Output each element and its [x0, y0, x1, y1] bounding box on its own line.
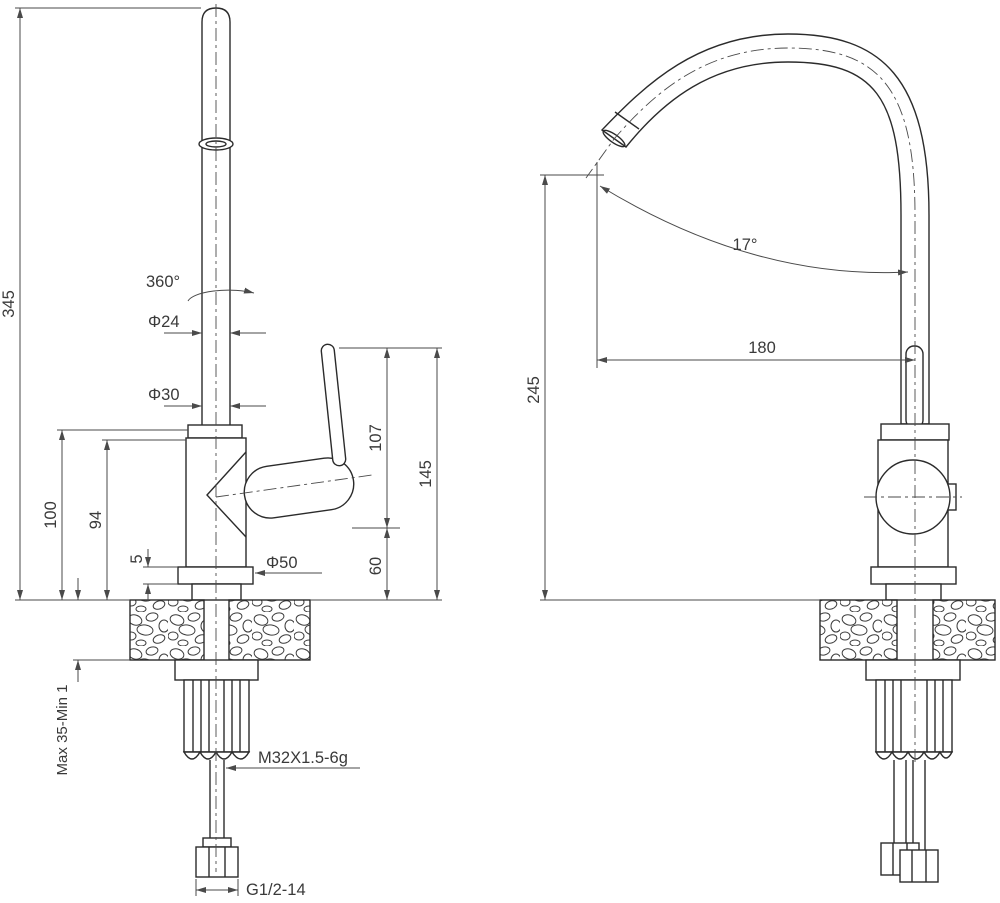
- front-hex-fitting: [195, 846, 239, 878]
- front-handle-lever: [320, 343, 347, 467]
- side-aerator-joint: [614, 111, 640, 130]
- front-view: 360° Φ24 Φ30 345 145: [0, 4, 442, 899]
- front-cartridge-axis: [215, 474, 373, 498]
- dim-overall-height-label: 345: [0, 290, 18, 318]
- dim-mounting-thread: M32X1.5-6g: [226, 749, 360, 771]
- dim-spout-diameter-label: Φ24: [148, 313, 180, 331]
- side-gooseneck-spout: [600, 33, 930, 425]
- dim-body-shoulder-height: 94: [87, 439, 186, 600]
- front-neck-collar: [187, 424, 243, 439]
- side-handle-lever: [905, 345, 924, 429]
- dim-handle-top-height-label: 145: [417, 460, 435, 488]
- dim-body-shoulder-height-label: 94: [87, 511, 105, 529]
- dim-body-top-height-label: 100: [42, 501, 60, 529]
- dim-spout-diameter: Φ24: [148, 313, 266, 336]
- front-sink-deck-right: [228, 599, 311, 661]
- side-mounting-nut: [875, 679, 953, 753]
- front-base-flange: [177, 566, 254, 585]
- dim-body-top-height: 100: [42, 429, 188, 600]
- front-fitting-collar: [202, 837, 232, 848]
- side-sink-deck-left: [819, 599, 898, 661]
- dim-flange-thickness: 5: [128, 549, 178, 601]
- swivel-arc: [187, 287, 255, 302]
- side-spout-opening: [602, 129, 626, 148]
- dim-inlet-thread: G1/2-14: [195, 879, 306, 899]
- dim-handle-length: 107: [352, 348, 400, 529]
- side-view: 17° 180 245: [525, 33, 996, 883]
- side-base-flange: [870, 566, 957, 585]
- front-base-step: [191, 583, 242, 601]
- dim-handle-length-label: 107: [367, 424, 385, 452]
- dim-handle-top-height: 145: [310, 347, 442, 601]
- front-sink-deck-left: [129, 599, 205, 661]
- dim-swivel: 360°: [146, 273, 255, 302]
- dim-base-diameter-label: Φ50: [266, 554, 298, 572]
- dim-mounting-thickness-label: Max 35-Min 1: [54, 685, 71, 776]
- dim-flange-thickness-label: 5: [128, 554, 146, 563]
- front-valve-cone: [206, 451, 247, 538]
- dim-spout-tilt: 17°: [599, 185, 909, 276]
- front-washer: [174, 659, 259, 681]
- dim-spout-outlet-height: 245: [525, 174, 820, 601]
- dim-spout-tilt-label: 17°: [733, 236, 758, 254]
- side-sink-deck-right: [932, 599, 996, 661]
- dim-mounting-thickness: Max 35-Min 1: [54, 578, 130, 775]
- dim-column-diameter: Φ30: [148, 386, 266, 409]
- front-mounting-nut: [183, 679, 250, 753]
- side-centerline: [585, 47, 916, 762]
- dim-overall-height: 345: [0, 7, 201, 601]
- dim-spout-reach-label: 180: [748, 339, 776, 357]
- dim-spout-reach: 180: [596, 162, 915, 368]
- spout-tilt-arc: [599, 185, 909, 276]
- dim-valve-center-height-label: 60: [367, 557, 385, 575]
- side-washer: [865, 659, 961, 681]
- dim-valve-center-height: 60: [367, 528, 390, 600]
- dim-inlet-thread-label: G1/2-14: [246, 881, 306, 899]
- dim-column-diameter-label: Φ30: [148, 386, 180, 404]
- side-nut-teeth: [874, 750, 954, 760]
- dim-mounting-thread-label: M32X1.5-6g: [258, 749, 348, 767]
- dim-swivel-label: 360°: [146, 273, 180, 291]
- front-nut-teeth: [182, 750, 251, 760]
- side-hex-fitting-right: [899, 849, 939, 883]
- dim-base-diameter: Φ50: [255, 554, 322, 576]
- front-cartridge-housing: [243, 457, 355, 519]
- dim-spout-outlet-height-label: 245: [525, 376, 543, 404]
- side-base-step: [885, 583, 942, 601]
